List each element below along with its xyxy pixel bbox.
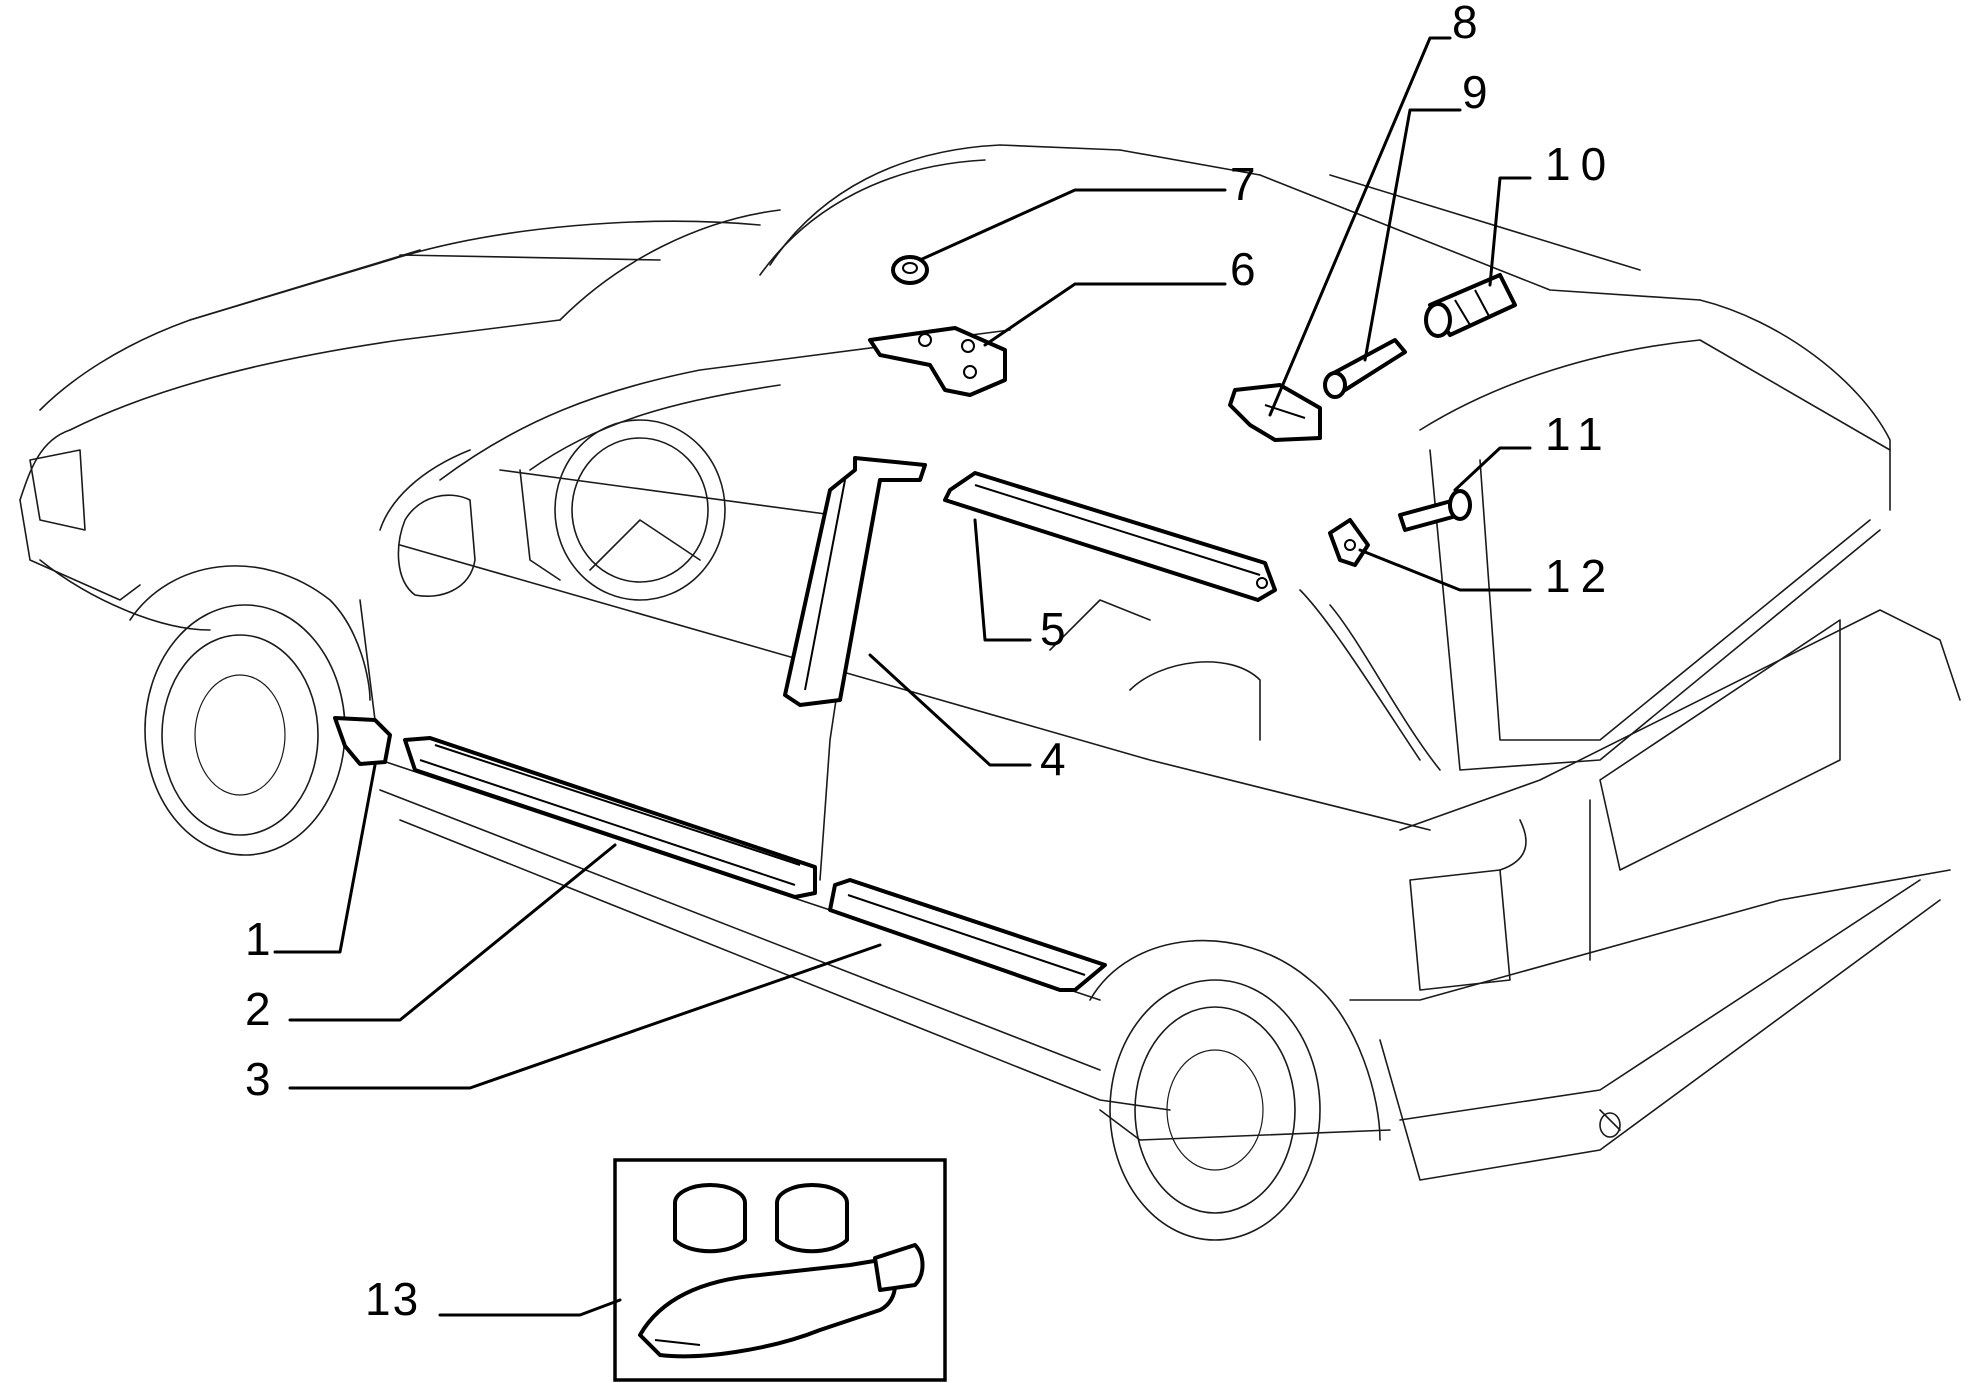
part-8-clip <box>1228 383 1322 442</box>
callout-numbers: 1 2 3 4 5 6 7 8 9 10 11 12 13 <box>245 0 1616 1325</box>
callout-8: 8 <box>1452 0 1488 48</box>
callout-1: 1 <box>245 913 281 965</box>
part-7-nut <box>891 255 929 285</box>
callout-2: 2 <box>245 983 281 1035</box>
part-12-clip <box>1328 518 1370 567</box>
callout-5: 5 <box>1040 603 1076 655</box>
callout-10: 10 <box>1545 138 1616 190</box>
callout-4: 4 <box>1040 733 1076 785</box>
leader-lines <box>273 36 1532 1317</box>
part-5-roof-moulding <box>943 471 1277 602</box>
callout-7: 7 <box>1230 158 1266 210</box>
callout-12: 12 <box>1545 550 1616 602</box>
callout-9: 9 <box>1462 66 1498 118</box>
callout-6: 6 <box>1230 243 1266 295</box>
part-9-bolt <box>1323 338 1407 399</box>
callout-3: 3 <box>245 1053 281 1105</box>
part-1-trim-piece <box>333 716 392 766</box>
part-3-rear-moulding <box>828 878 1107 992</box>
callout-11: 11 <box>1545 408 1613 460</box>
part-13-repair-kit <box>613 1158 947 1382</box>
part-2-front-door-moulding <box>403 736 817 899</box>
kit-box-frame <box>613 1158 947 1382</box>
part-10-plug <box>1424 273 1517 338</box>
callout-13: 13 <box>365 1273 420 1325</box>
car-body-outline <box>19 144 1961 1241</box>
part-6-bracket <box>868 326 1007 397</box>
part-11-screw <box>1398 489 1472 532</box>
part-4-pillar-trim <box>783 456 927 707</box>
